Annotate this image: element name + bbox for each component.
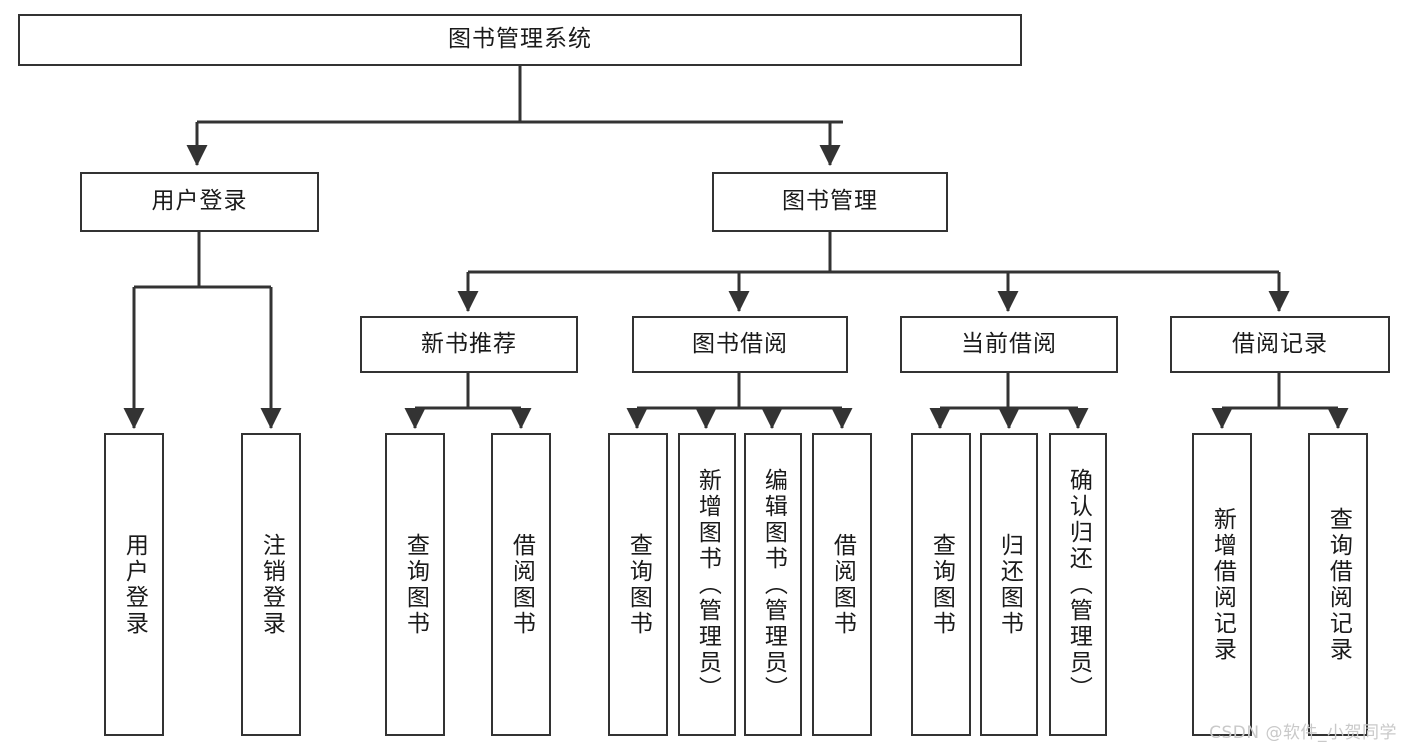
node-leaf-user-login-signout[interactable]: 注销登录	[241, 433, 301, 736]
node-leaf-record-query[interactable]: 查询借阅记录	[1308, 433, 1368, 736]
node-leaf-user-login-signin[interactable]: 用户登录	[104, 433, 164, 736]
node-borrow-record-label: 借阅记录	[1232, 330, 1328, 357]
node-leaf-label: 借阅图书	[829, 532, 856, 637]
node-user-login-label: 用户登录	[151, 188, 248, 215]
node-leaf-borrow-query-book[interactable]: 查询图书	[608, 433, 668, 736]
node-book-management[interactable]: 图书管理	[712, 172, 948, 232]
node-leaf-label: 确认归还（管理员）	[1065, 467, 1092, 702]
node-root-library-system[interactable]: 图书管理系统	[18, 14, 1022, 66]
node-leaf-label: 查询图书	[625, 532, 652, 637]
node-user-login[interactable]: 用户登录	[80, 172, 319, 232]
node-leaf-label: 编辑图书（管理员）	[760, 467, 787, 702]
node-book-borrow-label: 图书借阅	[692, 330, 788, 357]
node-leaf-label: 查询图书	[402, 532, 429, 637]
node-root-label: 图书管理系统	[448, 26, 592, 53]
node-current-borrow-label: 当前借阅	[961, 330, 1057, 357]
node-leaf-new-book-borrow[interactable]: 借阅图书	[491, 433, 551, 736]
node-leaf-current-confirm-return-admin[interactable]: 确认归还（管理员）	[1049, 433, 1107, 736]
node-book-borrow[interactable]: 图书借阅	[632, 316, 848, 373]
node-leaf-current-query-book[interactable]: 查询图书	[911, 433, 971, 736]
node-new-book-recommend-label: 新书推荐	[421, 330, 517, 357]
node-borrow-record[interactable]: 借阅记录	[1170, 316, 1390, 373]
node-leaf-label: 注销登录	[258, 532, 285, 637]
node-leaf-current-return-book[interactable]: 归还图书	[980, 433, 1038, 736]
node-leaf-label: 新增图书（管理员）	[694, 467, 721, 702]
node-book-management-label: 图书管理	[782, 188, 878, 215]
node-leaf-label: 用户登录	[121, 532, 148, 637]
node-current-borrow[interactable]: 当前借阅	[900, 316, 1118, 373]
node-leaf-label: 借阅图书	[508, 532, 535, 637]
node-leaf-new-book-query[interactable]: 查询图书	[385, 433, 445, 736]
node-leaf-label: 新增借阅记录	[1209, 506, 1236, 663]
node-leaf-label: 归还图书	[996, 532, 1023, 637]
node-leaf-borrow-add-book-admin[interactable]: 新增图书（管理员）	[678, 433, 736, 736]
node-leaf-label: 查询图书	[928, 532, 955, 637]
node-leaf-borrow-edit-book-admin[interactable]: 编辑图书（管理员）	[744, 433, 802, 736]
node-leaf-record-add[interactable]: 新增借阅记录	[1192, 433, 1252, 736]
node-new-book-recommend[interactable]: 新书推荐	[360, 316, 578, 373]
node-leaf-borrow-borrow-book[interactable]: 借阅图书	[812, 433, 872, 736]
node-leaf-label: 查询借阅记录	[1325, 506, 1352, 663]
